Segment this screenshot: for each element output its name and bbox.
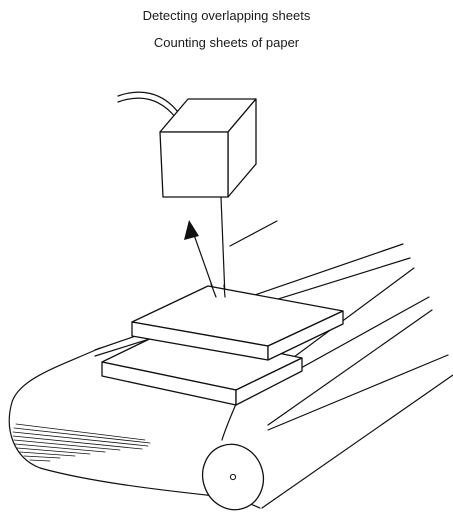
sensor-head (159, 98, 257, 198)
caption-counting-sheets: Counting sheets of paper (153, 35, 300, 50)
paper-sheet-lower (101, 329, 303, 406)
conveyor-roller (201, 443, 265, 511)
sheet-lower-side (235, 357, 303, 406)
roller-axle (229, 473, 237, 481)
belt-left-end (8, 347, 216, 497)
light-beam-hit (223, 284, 226, 298)
arrowhead (184, 220, 199, 240)
sensor-cable-inner (117, 97, 177, 119)
belt-hatching (12, 423, 151, 462)
sensor-cable (117, 91, 179, 113)
sensor-head-front (159, 131, 229, 198)
caption-detecting-overlapping-sheets: Detecting overlapping sheets (142, 8, 311, 23)
paper-sheet-upper (131, 285, 344, 361)
guide-line (229, 220, 278, 247)
light-beam (220, 196, 226, 298)
sheet-upper-side (267, 310, 344, 361)
reflection-origin (210, 283, 217, 298)
